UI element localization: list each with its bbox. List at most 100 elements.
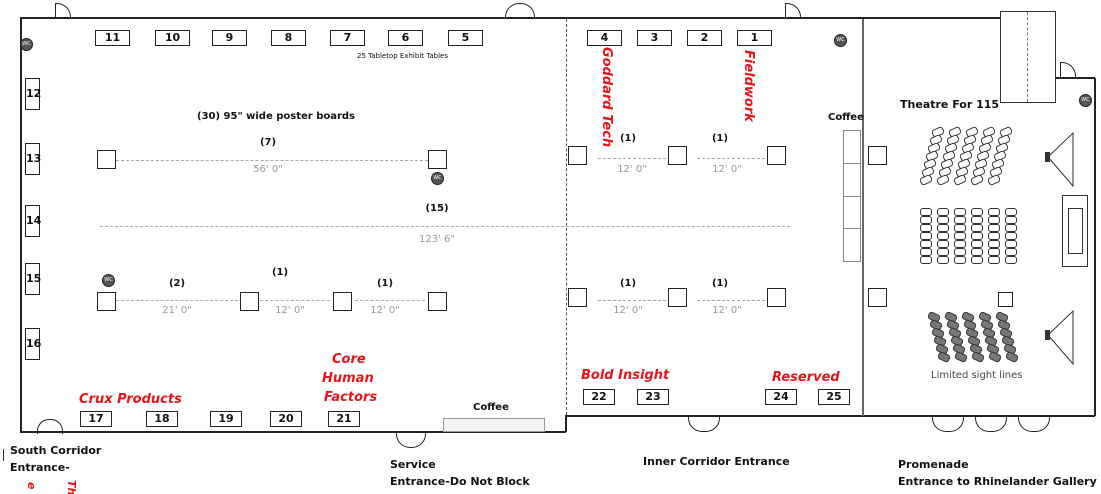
- chair: [920, 224, 932, 232]
- exhibit-table[interactable]: 10: [155, 30, 190, 46]
- exhibit-table[interactable]: 20: [270, 411, 302, 427]
- wc-icon: WC: [20, 38, 33, 51]
- dimension-count: (1): [619, 133, 637, 144]
- chair: [1005, 256, 1017, 264]
- chair: [954, 256, 966, 264]
- exhibit-table[interactable]: 21: [328, 411, 360, 427]
- promenade-entrance: Promenade: [898, 458, 969, 471]
- exhibit-table[interactable]: 7: [330, 30, 365, 46]
- door-promenade[interactable]: [1018, 417, 1050, 432]
- wall-right-top: [1055, 77, 1095, 79]
- chair: [1005, 248, 1017, 256]
- exhibit-table[interactable]: 12: [25, 78, 41, 110]
- door[interactable]: [55, 3, 71, 18]
- exhibit-table[interactable]: 19: [210, 411, 242, 427]
- dimension-line: [598, 300, 666, 301]
- chair: [953, 350, 969, 364]
- chair: [954, 224, 966, 232]
- exhibit-table[interactable]: 2: [687, 30, 722, 46]
- poster-board[interactable]: [767, 146, 786, 165]
- wall-top: [20, 17, 1055, 19]
- chair: [954, 232, 966, 240]
- chair: [971, 240, 983, 248]
- door-inner-corridor[interactable]: [688, 417, 720, 432]
- poster-board[interactable]: [868, 146, 887, 165]
- coffee-counter: [843, 130, 861, 262]
- projector-icon: [1045, 131, 1074, 188]
- exhibit-table[interactable]: 11: [95, 30, 130, 46]
- chair: [937, 208, 949, 216]
- poster-board[interactable]: [998, 292, 1013, 307]
- door-promenade[interactable]: [932, 417, 964, 432]
- south-corridor-entrance: South Corridor: [10, 444, 102, 457]
- poster-board[interactable]: [333, 292, 352, 311]
- chair: [971, 256, 983, 264]
- exhibit-table[interactable]: 5: [448, 30, 483, 46]
- exhibit-table[interactable]: 17: [80, 411, 112, 427]
- poster-board[interactable]: [668, 146, 687, 165]
- dimension-length: 12' 0": [617, 164, 647, 175]
- dimension-line: [116, 300, 238, 301]
- exhibit-table[interactable]: 23: [637, 389, 669, 405]
- chair: [971, 224, 983, 232]
- poster-board[interactable]: [428, 292, 447, 311]
- exhibit-table[interactable]: 18: [146, 411, 178, 427]
- exhibit-table[interactable]: 6: [388, 30, 423, 46]
- poster-board[interactable]: [868, 288, 887, 307]
- dimension-length: 21' 0": [162, 305, 192, 316]
- poster-board[interactable]: [97, 150, 116, 169]
- poster-board[interactable]: [568, 146, 587, 165]
- chair: [920, 216, 932, 224]
- exhibit-table[interactable]: 15: [25, 263, 41, 295]
- chair: [988, 232, 1000, 240]
- exhibit-table[interactable]: 24: [765, 389, 797, 405]
- poster-board[interactable]: [240, 292, 259, 311]
- wall-bottom-right: [565, 415, 1095, 417]
- inner-corridor-entrance: Inner Corridor Entrance: [643, 455, 790, 468]
- chair: [1004, 350, 1020, 364]
- dimension-length: 12' 0": [275, 305, 305, 316]
- chair: [1005, 208, 1017, 216]
- chair: [954, 240, 966, 248]
- exhibit-table[interactable]: 16: [25, 328, 41, 360]
- wc-icon: WC: [1079, 94, 1092, 107]
- exhibit-table[interactable]: 14: [25, 205, 41, 237]
- theatre-label: Theatre For 115: [900, 98, 1000, 111]
- exhibit-table[interactable]: 13: [25, 143, 41, 175]
- chair: [969, 173, 985, 187]
- door[interactable]: [785, 3, 801, 18]
- chair: [954, 208, 966, 216]
- poster-board[interactable]: [428, 150, 447, 169]
- chair: [1005, 240, 1017, 248]
- exhibit-table[interactable]: 1: [737, 30, 772, 46]
- poster-board[interactable]: [668, 288, 687, 307]
- door[interactable]: [1060, 62, 1076, 77]
- dimension-line: [100, 226, 790, 227]
- door-promenade[interactable]: [975, 417, 1007, 432]
- exhibit-table[interactable]: 22: [583, 389, 615, 405]
- exhibit-table[interactable]: 8: [271, 30, 306, 46]
- exhibit-table[interactable]: 25: [818, 389, 850, 405]
- chair: [988, 256, 1000, 264]
- exhibit-table[interactable]: 4: [587, 30, 622, 46]
- service-entrance: Service: [390, 458, 436, 471]
- chair: [988, 208, 1000, 216]
- poster-board[interactable]: [97, 292, 116, 311]
- poster-board[interactable]: [767, 288, 786, 307]
- exhibit-table[interactable]: 3: [637, 30, 672, 46]
- chair: [988, 248, 1000, 256]
- poster-board[interactable]: [568, 288, 587, 307]
- chair: [954, 248, 966, 256]
- door-service[interactable]: [396, 433, 426, 448]
- chair: [920, 248, 932, 256]
- chair: [937, 240, 949, 248]
- dimension-length: 56' 0": [253, 164, 283, 175]
- projector-icon: [1045, 309, 1074, 366]
- exhibitor-core-human-factors: Factors: [324, 390, 378, 405]
- promenade-entrance: Entrance to Rhinelander Gallery: [898, 475, 1097, 488]
- exhibit-table[interactable]: 9: [212, 30, 247, 46]
- exhibitor-cutoff: e: [25, 482, 38, 490]
- door-south-corridor[interactable]: [37, 419, 63, 434]
- chair: [937, 216, 949, 224]
- door[interactable]: [505, 3, 535, 18]
